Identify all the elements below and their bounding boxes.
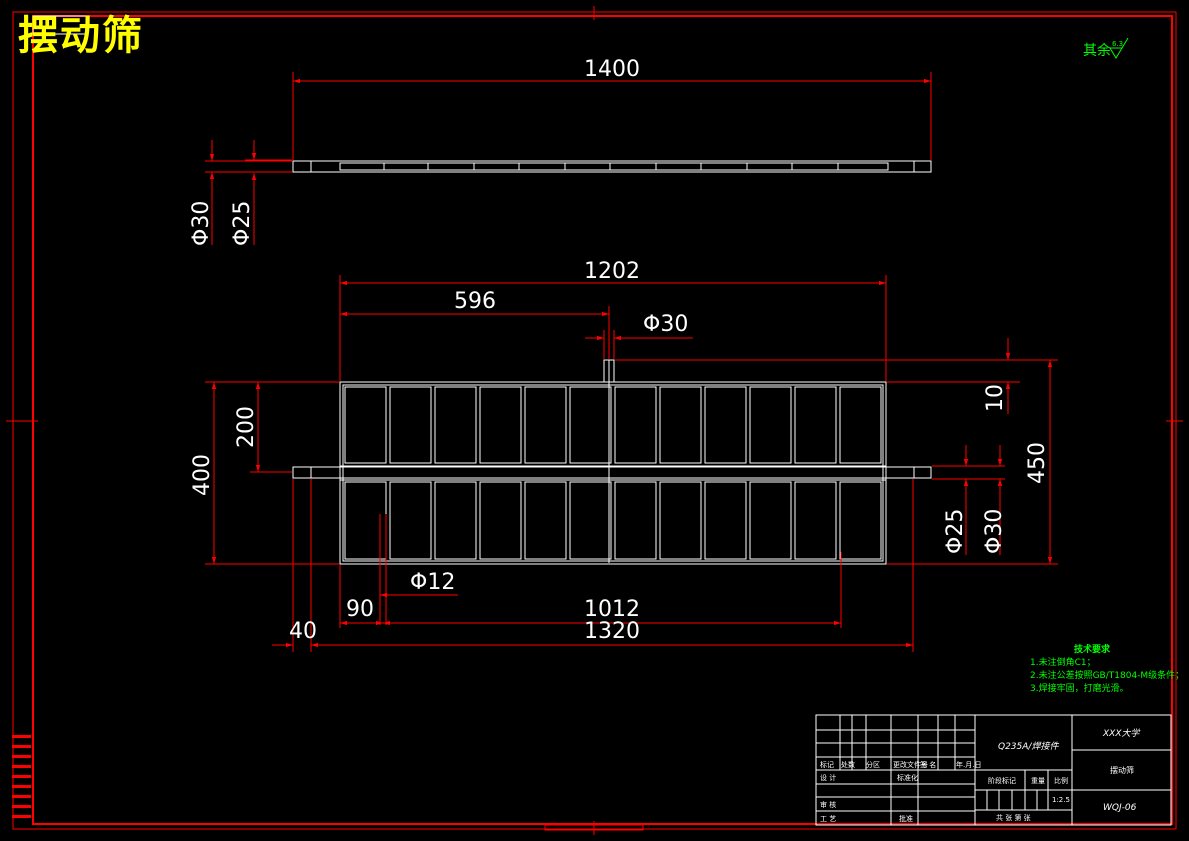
tb-stage-mark: 阶段标记 xyxy=(988,777,1016,785)
middle-rod xyxy=(292,466,932,479)
dim-1320-text: 1320 xyxy=(584,619,640,644)
tech-item: 1.未注倒角C1； xyxy=(1030,658,1096,668)
roughness-symbol xyxy=(1109,37,1129,59)
technical-requirements: 技术要求 1.未注倒角C1； 2.未注公差按照GB/T1804-M级条件； 3.… xyxy=(1030,644,1184,696)
dim-rod-d30-text: Φ30 xyxy=(643,312,688,337)
dim-10-450 xyxy=(615,338,1058,565)
tb-weight: 重量 xyxy=(1031,777,1045,785)
tb-design: 设 计 xyxy=(820,774,837,782)
tb-row-label: 标记 xyxy=(820,761,834,769)
dim-400-text: 400 xyxy=(190,454,215,496)
sieve-cell xyxy=(749,481,792,560)
drawing-frame xyxy=(6,6,1183,835)
dim-40-text: 40 xyxy=(289,619,317,644)
sieve-cell xyxy=(524,481,567,560)
sieve-cell xyxy=(839,386,882,464)
dim-right-d25-text: Φ25 xyxy=(943,509,968,554)
dim-10-text: 10 xyxy=(983,384,1008,412)
margin-stamp xyxy=(12,735,31,818)
dim-450-text: 450 xyxy=(1025,442,1050,484)
sieve-cell xyxy=(479,386,522,464)
vertical-rod xyxy=(603,359,615,563)
tb-process: 工 艺 xyxy=(820,815,837,823)
tb-row-label: 签 名 xyxy=(920,761,937,769)
dim-1202-text: 1202 xyxy=(584,259,640,284)
dim-200-text: 200 xyxy=(234,406,259,448)
sieve-cell xyxy=(479,481,522,560)
dim-1012-text: 1012 xyxy=(584,597,640,622)
dim-90-1012 xyxy=(339,552,842,628)
sieve-cell xyxy=(794,481,837,560)
dim-1400 xyxy=(292,72,932,160)
dim-40-1320 xyxy=(272,479,914,652)
dim-596-text: 596 xyxy=(454,289,496,314)
tb-sheets: 共 张 第 张 xyxy=(996,814,1031,822)
tech-item: 3.焊接牢固，打磨光滑。 xyxy=(1030,684,1129,694)
drawing-number: WQJ-06 xyxy=(1103,803,1137,813)
drawing-title: 摆动筛 xyxy=(18,12,144,59)
sieve-cell xyxy=(659,386,702,464)
tech-item: 2.未注公差按照GB/T1804-M级条件； xyxy=(1030,671,1185,681)
material-label: Q235A/焊接件 xyxy=(998,742,1059,752)
top-rod-holes xyxy=(383,163,839,170)
tb-row-label: 更改文件号 xyxy=(893,761,928,769)
dim-1202 xyxy=(339,275,887,381)
sieve-cells-lower xyxy=(344,481,882,560)
tb-row-label: 年.月.日 xyxy=(956,761,982,769)
sieve-cells-upper xyxy=(344,386,882,464)
roughness-label: 其余 xyxy=(1083,43,1111,59)
sieve-cell xyxy=(389,481,432,560)
tb-standardize: 标准化 xyxy=(897,774,918,782)
roughness-value: 6.3 xyxy=(1112,40,1124,48)
dim-90-text: 90 xyxy=(346,597,374,622)
school-label: XXX大学 xyxy=(1103,729,1140,739)
dim-top-d30-text: Φ30 xyxy=(189,201,214,246)
tb-ratio: 比例 xyxy=(1054,777,1068,785)
sieve-cell xyxy=(704,481,747,560)
scale-value: 1:2.5 xyxy=(1052,796,1070,804)
tb-review: 审 核 xyxy=(820,801,837,809)
sieve-cell xyxy=(659,481,702,560)
dim-200-400 xyxy=(205,381,339,565)
sieve-cell xyxy=(434,481,477,560)
title-block-grid xyxy=(815,714,1172,826)
sieve-cell xyxy=(614,481,657,560)
sieve-cell xyxy=(389,386,432,464)
sieve-frame xyxy=(339,381,887,565)
dim-top-d25-text: Φ25 xyxy=(230,201,255,246)
dim-right-d30-text: Φ30 xyxy=(982,509,1007,554)
dim-596 xyxy=(340,306,610,359)
sieve-cell xyxy=(569,386,612,464)
dim-1400-text: 1400 xyxy=(584,57,640,82)
sieve-cell xyxy=(704,386,747,464)
dim-hole-d12 xyxy=(379,514,458,625)
tb-row-label: 分区 xyxy=(866,761,880,769)
dim-rod-d30 xyxy=(585,330,693,359)
part-name-label: 摆动筛 xyxy=(1110,766,1134,775)
dim-d12-text: Φ12 xyxy=(410,570,455,595)
sieve-cell xyxy=(794,386,837,464)
tech-title: 技术要求 xyxy=(1074,645,1111,655)
sieve-cell xyxy=(524,386,567,464)
sieve-cell xyxy=(839,481,882,560)
sieve-cell xyxy=(749,386,792,464)
dim-right-diameters xyxy=(932,445,1005,555)
sieve-cell xyxy=(434,386,477,464)
top-rod xyxy=(292,160,932,173)
tb-approve: 批准 xyxy=(899,815,913,823)
sieve-cell xyxy=(344,386,387,464)
tb-row-label: 处数 xyxy=(841,761,855,769)
dim-top-diameters xyxy=(205,140,292,245)
sieve-cell xyxy=(614,386,657,464)
sieve-cell xyxy=(569,481,612,560)
